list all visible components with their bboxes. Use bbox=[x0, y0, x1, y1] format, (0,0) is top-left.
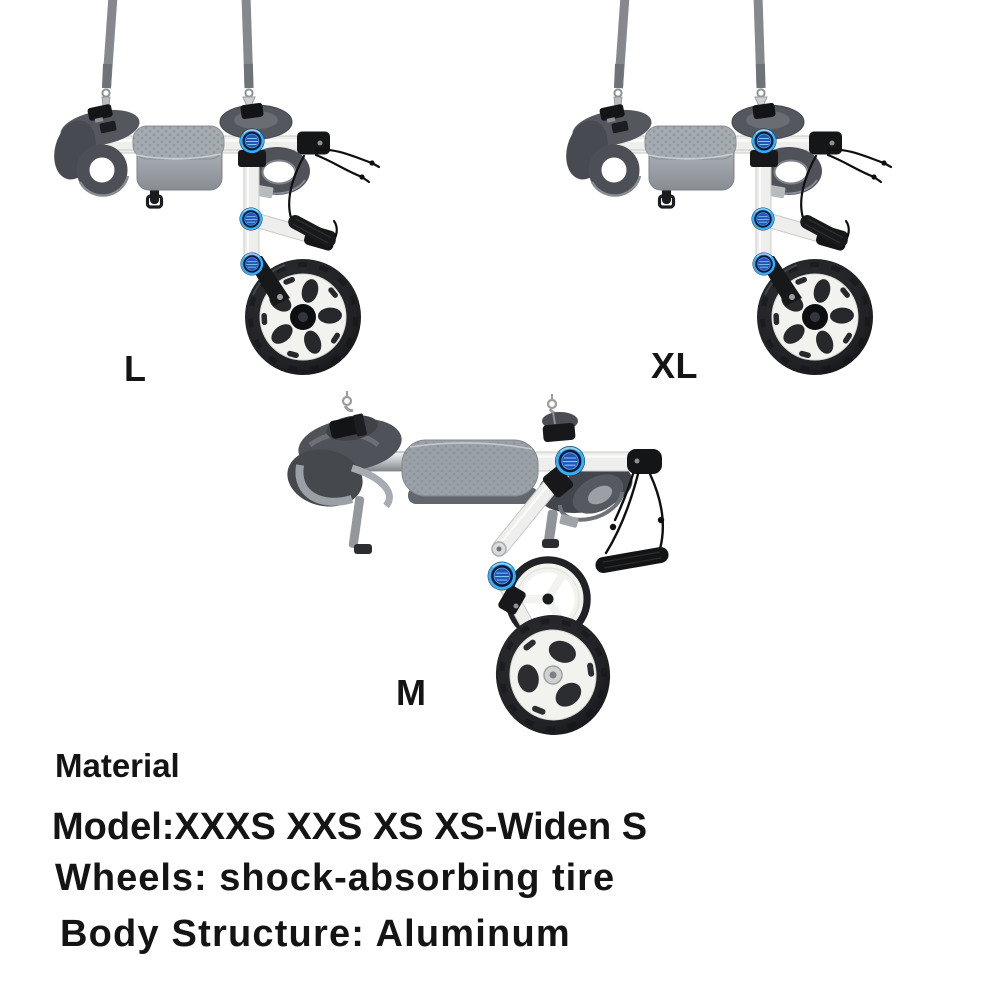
specs-title: Material bbox=[55, 747, 180, 784]
belly-pad-m bbox=[401, 439, 539, 504]
size-label-m: M bbox=[396, 672, 427, 713]
leg-stirrup-cords-m bbox=[604, 472, 664, 555]
product-photo-size-m bbox=[287, 391, 669, 735]
size-label-l: L bbox=[124, 348, 147, 389]
front-harness-folded bbox=[287, 413, 402, 509]
frame-end-cap bbox=[627, 449, 662, 474]
leg-stirrup-handle-m bbox=[595, 546, 669, 574]
front-wheel bbox=[495, 615, 611, 735]
size-label-xl: XL bbox=[651, 345, 699, 386]
spec-line-wheels: Wheels: shock-absorbing tire bbox=[55, 857, 616, 899]
spec-line-model: Model:XXXS XXS XS XS-Widen S bbox=[52, 806, 648, 848]
rear-top-clamp bbox=[542, 411, 578, 443]
strap-hooks bbox=[341, 391, 559, 415]
product-photo-size-xl bbox=[560, 0, 891, 375]
leg-post bbox=[348, 496, 372, 554]
product-photo-size-l bbox=[48, 0, 379, 375]
spec-line-body: Body Structure: Aluminum bbox=[60, 913, 571, 955]
